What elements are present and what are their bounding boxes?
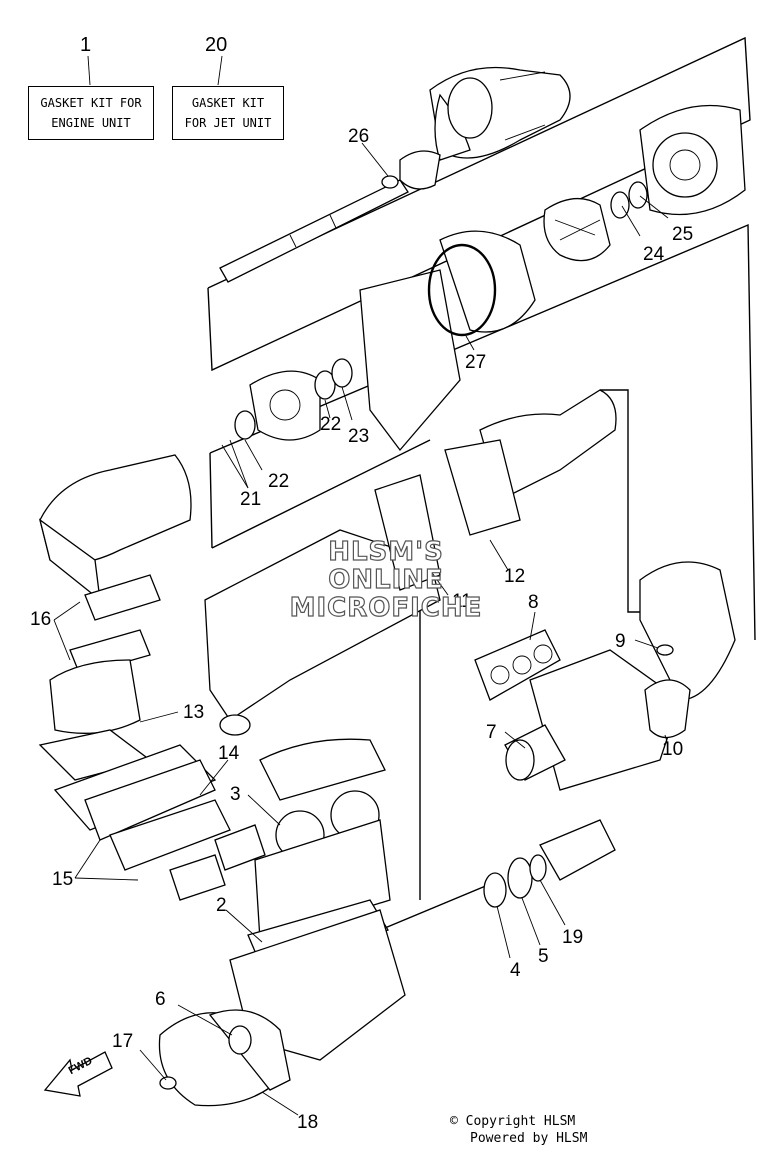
callout-19[interactable]: 19 (562, 927, 584, 948)
leader-lines (53, 55, 669, 1116)
callout-24[interactable]: 24 (643, 244, 665, 265)
exhaust-chamber (38, 454, 192, 602)
watermark-line2: ONLINE (328, 565, 444, 595)
oil-seal-22a (314, 370, 336, 400)
callout-15[interactable]: 15 (52, 869, 74, 890)
callout-22-upper[interactable]: 22 (320, 414, 342, 435)
jet-kit-line2: FOR JET UNIT (184, 116, 272, 130)
grommet-17 (159, 1076, 177, 1090)
callout-6[interactable]: 6 (155, 989, 166, 1010)
callout-4[interactable]: 4 (510, 960, 521, 981)
pump-housing (639, 104, 746, 216)
exhaust-cylinder (374, 389, 617, 591)
reed-valves (169, 824, 266, 901)
shaft-boot (399, 150, 441, 190)
callout-18[interactable]: 18 (297, 1112, 319, 1133)
housing-o-ring (427, 243, 497, 337)
watermark-line3: MICROFICHE (289, 593, 483, 623)
jet-gasket-kit-label[interactable]: GASKET KIT FOR JET UNIT (172, 86, 284, 140)
callout-5[interactable]: 5 (538, 946, 549, 967)
copyright-line1: © Copyright HLSM (450, 1114, 576, 1129)
exhaust-manifold-gaskets (49, 574, 161, 734)
callout-3[interactable]: 3 (230, 784, 241, 805)
callout-10[interactable]: 10 (662, 739, 684, 760)
engine-frame-right (600, 389, 650, 613)
gasket-10 (644, 679, 691, 739)
callout-26[interactable]: 26 (348, 126, 370, 147)
intermediate-housing (359, 230, 536, 452)
fwd-arrow (43, 1051, 113, 1097)
coupling (483, 819, 616, 908)
copyright-line2: Powered by HLSM (470, 1131, 588, 1146)
callout-25[interactable]: 25 (672, 224, 694, 245)
watermark: HLSM'S ONLINE MICROFICHE (276, 537, 496, 623)
callout-13[interactable]: 13 (183, 702, 205, 723)
o-ring-26 (381, 175, 399, 189)
oil-seal-6 (228, 1025, 252, 1055)
callout-2[interactable]: 2 (216, 895, 227, 916)
engine-gasket-kit-label[interactable]: GASKET KIT FOR ENGINE UNIT (28, 86, 154, 140)
callout-11[interactable]: 11 (452, 591, 472, 612)
washer-9 (656, 644, 674, 656)
callout-9[interactable]: 9 (615, 631, 626, 652)
callout-21[interactable]: 21 (240, 489, 262, 510)
drive-shaft (219, 179, 409, 283)
callout-17[interactable]: 17 (112, 1031, 134, 1052)
gasket-14 (84, 759, 216, 841)
engine-kit-line2: ENGINE UNIT (51, 116, 131, 130)
copyright-notice: © Copyright HLSM Powered by HLSM (450, 1113, 587, 1147)
watermark-line1: HLSM'S (328, 537, 444, 567)
gasket-15 (109, 799, 231, 871)
coupling-link-line (379, 879, 501, 931)
jet-kit-line1: GASKET KIT (191, 96, 265, 110)
bearing-housing (249, 370, 321, 441)
exhaust-pipe (204, 529, 441, 736)
callout-22-lower[interactable]: 22 (268, 471, 290, 492)
callout-23[interactable]: 23 (348, 426, 370, 447)
kit-number-jet: 20 (205, 34, 228, 56)
water-lock (504, 724, 566, 781)
callout-14[interactable]: 14 (218, 743, 240, 764)
impeller (543, 198, 611, 262)
pump-outlet-nozzle (429, 66, 571, 161)
jet-lower-frame-left (209, 452, 213, 549)
callout-12[interactable]: 12 (504, 566, 526, 587)
jet-upper-frame (207, 36, 751, 372)
kit-number-engine: 1 (80, 34, 92, 56)
jet-lower-frame-bottom (211, 439, 431, 549)
bearing-24 (610, 191, 630, 219)
gasket-8 (474, 629, 561, 701)
callout-8[interactable]: 8 (528, 592, 539, 613)
callout-27[interactable]: 27 (465, 352, 487, 373)
flywheel-cover (158, 1009, 291, 1107)
oil-seal-22b (234, 410, 256, 440)
callout-7[interactable]: 7 (486, 722, 497, 743)
callout-16[interactable]: 16 (30, 609, 52, 630)
exhaust-elbow (529, 561, 736, 791)
oil-seal-25 (628, 181, 648, 209)
engine-kit-line1: GASKET KIT FOR (40, 96, 142, 110)
bearing-23 (331, 358, 353, 388)
